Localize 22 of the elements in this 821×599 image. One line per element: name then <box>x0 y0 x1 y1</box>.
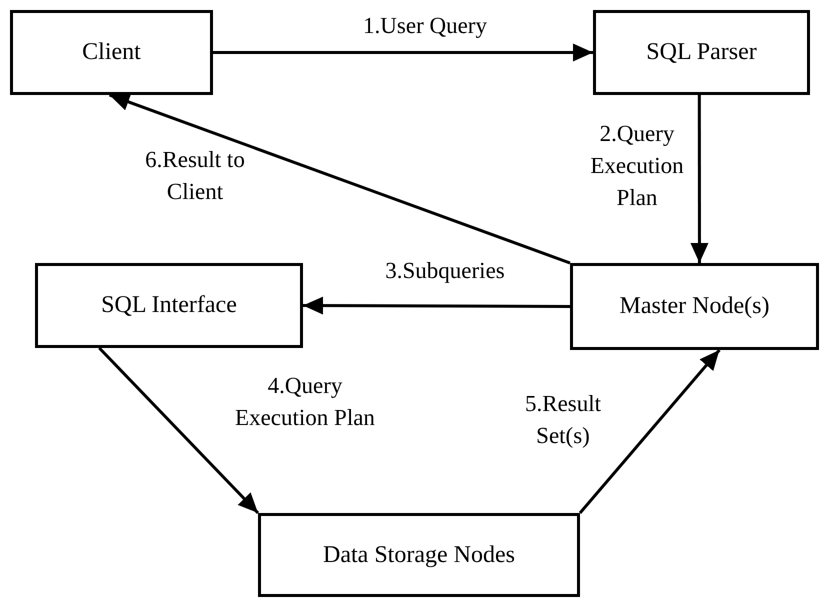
edge-label: 4.Query Execution Plan <box>235 372 375 432</box>
node-label: SQL Interface <box>101 292 237 319</box>
edge-label: 1.User Query <box>362 12 488 40</box>
edge-label: 3.Subqueries <box>384 257 506 285</box>
node-label: Master Node(s) <box>620 293 770 320</box>
arrow <box>98 346 260 514</box>
arrow <box>303 296 570 315</box>
edge-label: 5.Result Set(s) <box>524 390 602 450</box>
edge-label: 2.Query Execution Plan <box>589 120 685 212</box>
node-label: Client <box>82 39 141 66</box>
process-box <box>35 263 303 348</box>
process-box <box>10 10 213 95</box>
arrow <box>108 93 571 264</box>
arrow <box>213 44 593 62</box>
arrow <box>578 349 721 514</box>
process-box <box>258 513 580 597</box>
process-box <box>593 10 810 95</box>
edge-label: 6.Result to Client <box>144 146 246 206</box>
process-box <box>570 263 819 350</box>
arrow <box>690 95 708 263</box>
node-label: SQL Parser <box>646 39 757 66</box>
node-label: Data Storage Nodes <box>323 542 515 568</box>
